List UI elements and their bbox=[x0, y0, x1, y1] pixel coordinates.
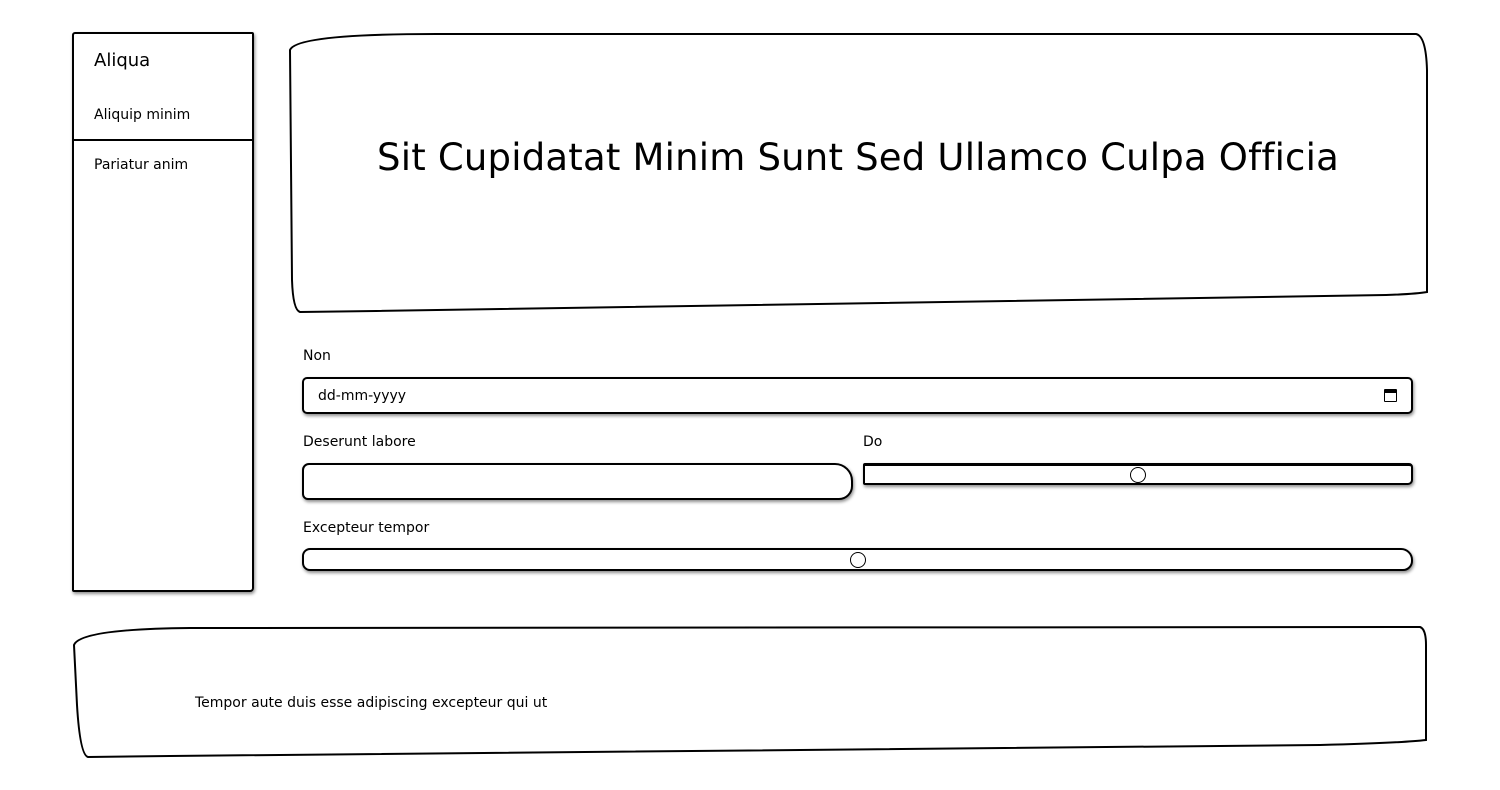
sidebar-divider bbox=[74, 139, 252, 141]
hero-title: Sit Cupidatat Minim Sunt Sed Ullamco Cul… bbox=[377, 136, 1339, 179]
footer-frame bbox=[72, 625, 1427, 759]
sidebar-title: Aliqua bbox=[94, 50, 151, 71]
date-placeholder: dd-mm-yyyy bbox=[318, 388, 407, 404]
slider-excepteur-label: Excepteur tempor bbox=[303, 520, 430, 536]
text-field-label: Deserunt labore bbox=[303, 434, 416, 450]
text-field[interactable] bbox=[302, 463, 853, 500]
hero-frame bbox=[288, 33, 1428, 314]
slider-do[interactable] bbox=[863, 463, 1413, 485]
date-label: Non bbox=[303, 348, 331, 364]
slider-excepteur-thumb[interactable] bbox=[849, 551, 866, 568]
slider-excepteur[interactable] bbox=[302, 548, 1413, 571]
sidebar-item-pariatur-anim[interactable]: Pariatur anim bbox=[94, 157, 189, 173]
footer-text: Tempor aute duis esse adipiscing excepte… bbox=[195, 695, 548, 711]
sidebar: Aliqua Aliquip minim Pariatur anim bbox=[72, 32, 254, 592]
date-field[interactable]: dd-mm-yyyy bbox=[302, 377, 1413, 414]
slider-do-thumb[interactable] bbox=[1130, 466, 1146, 483]
calendar-icon[interactable] bbox=[1384, 389, 1397, 402]
slider-do-label: Do bbox=[863, 434, 883, 450]
sidebar-item-aliquip-minim[interactable]: Aliquip minim bbox=[94, 107, 191, 123]
